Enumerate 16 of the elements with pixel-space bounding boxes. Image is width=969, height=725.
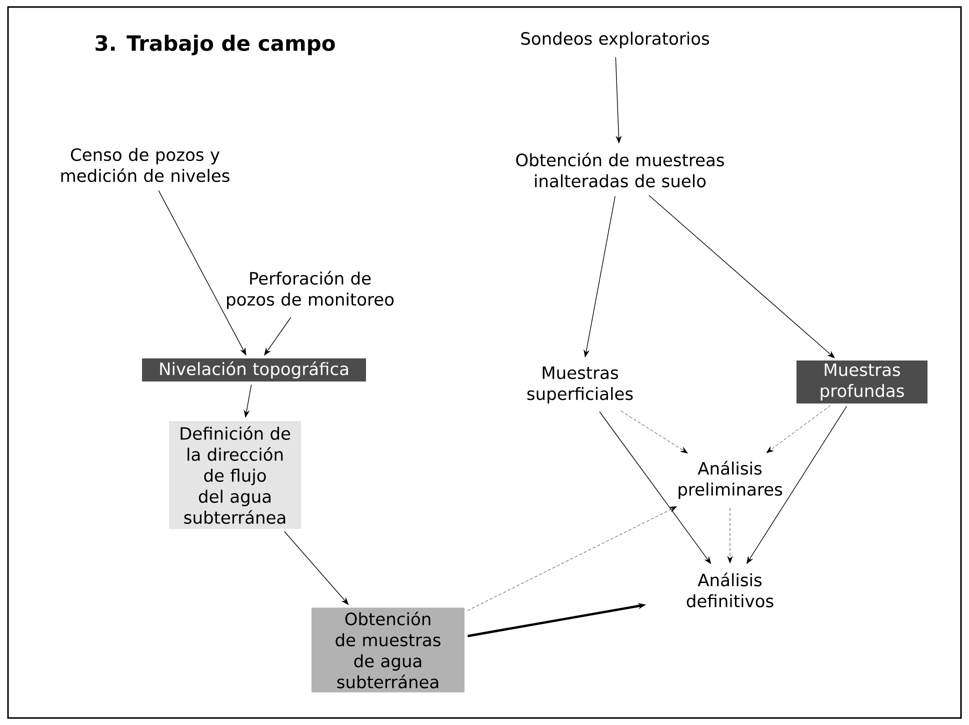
step-box: Muestras profundas <box>796 360 928 404</box>
arrow <box>467 506 677 611</box>
arrow <box>727 508 733 564</box>
step-text: Análisis definitivos <box>686 572 774 608</box>
step-text: Análisis preliminares <box>678 460 782 500</box>
step-box: Definición de la dirección de flujo del agua subterránea <box>169 421 301 529</box>
arrow <box>766 405 831 454</box>
step-text: Muestras superficiales <box>527 366 633 404</box>
step-box: Obtención de muestras de agua subterránea <box>312 608 464 692</box>
step-box: Nivelación topográfica <box>142 358 366 382</box>
step-text: Censo de pozos y medición de niveles <box>61 148 230 182</box>
title: 3. Trabajo de campo <box>96 34 335 56</box>
step-text: Perforación de pozos de monitoreo <box>227 270 394 310</box>
step-text: Sondeos exploratorios <box>521 32 710 48</box>
arrow <box>620 410 688 454</box>
step-text: Obtención de muestreas inalteradas de suelo <box>516 152 724 188</box>
